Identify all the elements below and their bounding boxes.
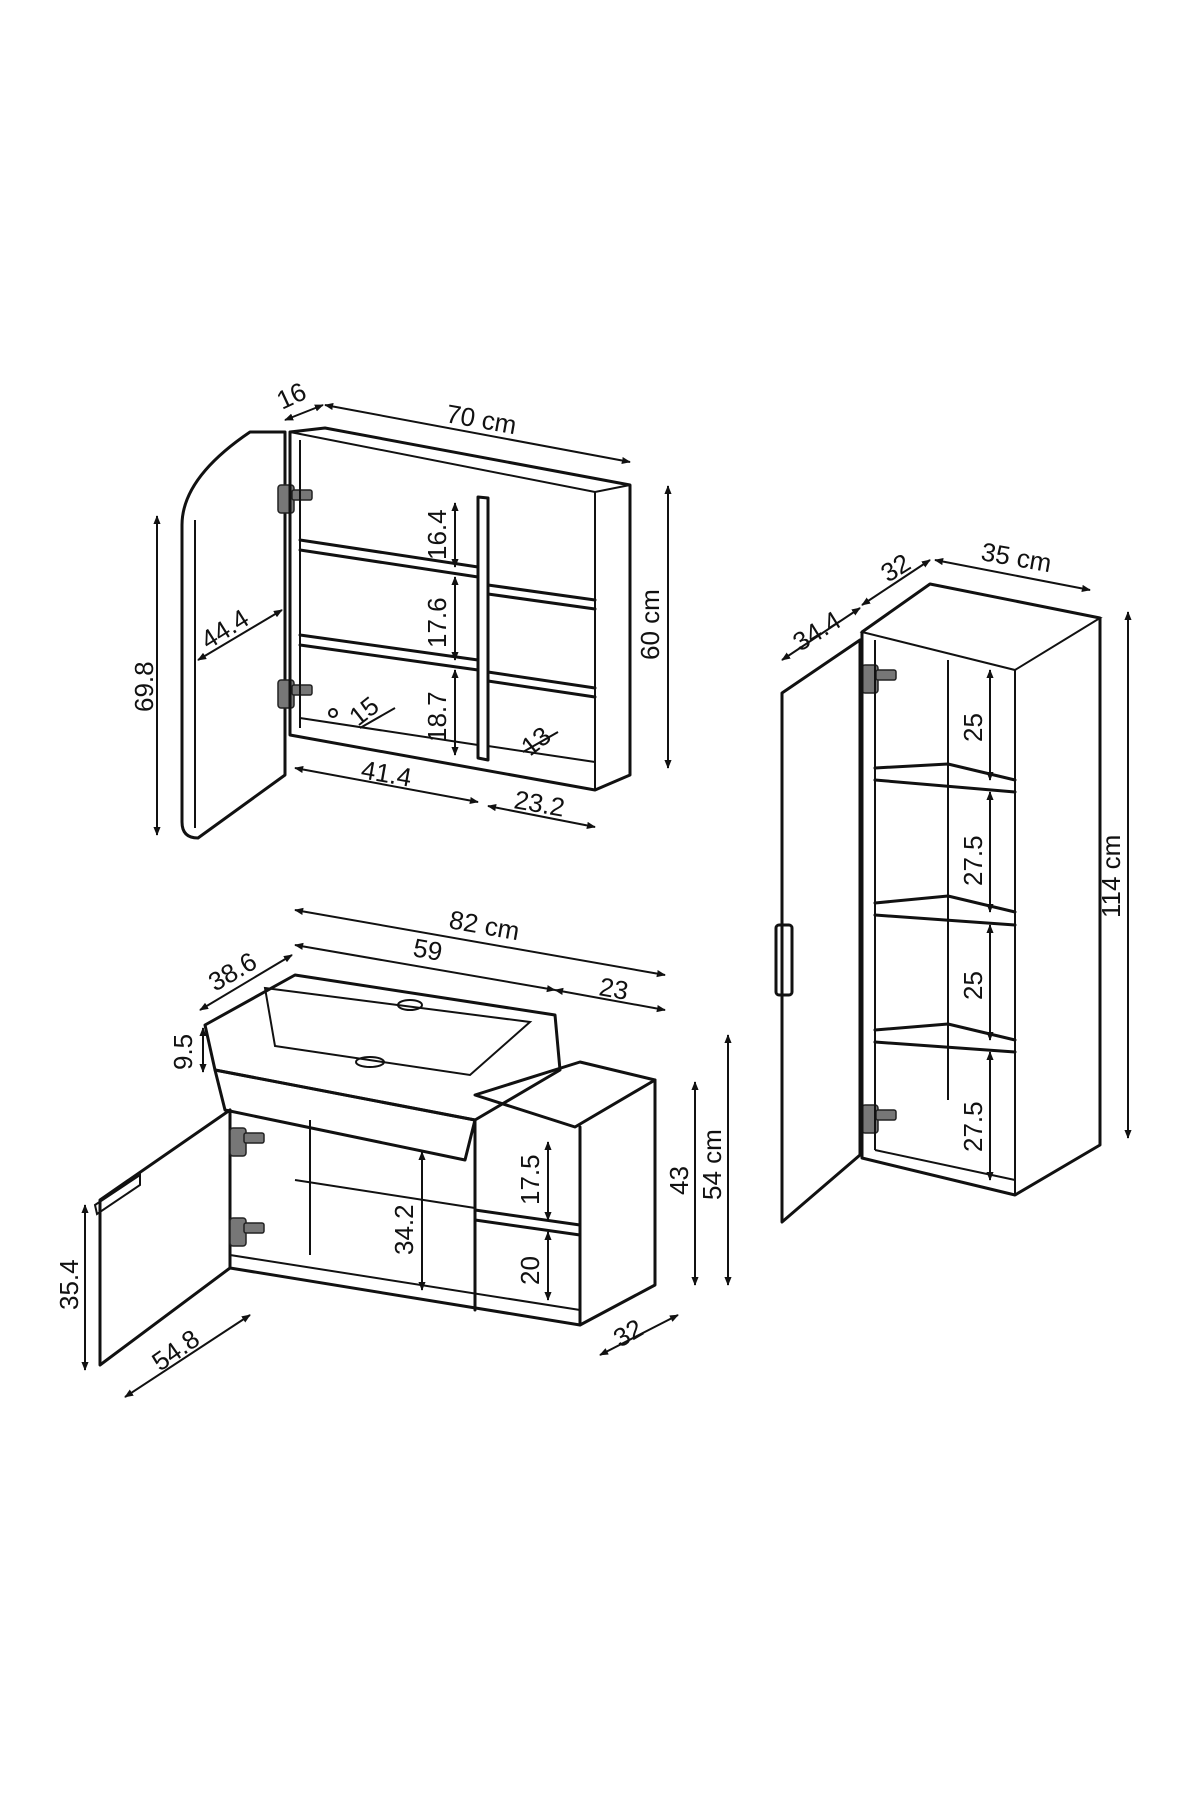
hinge-icon: [861, 1104, 897, 1134]
tall-shelf-4-label: 27.5: [958, 1101, 988, 1152]
mirror-shelf-mid-label: 17.6: [422, 597, 452, 648]
tall-shelf-3-label: 25: [958, 971, 988, 1000]
tall-door-width-label: 34.4: [787, 605, 846, 657]
tall-shelf-1-label: 25: [958, 713, 988, 742]
vanity-body-height-label: 43: [664, 1166, 694, 1195]
vanity-side-width-label: 23: [597, 971, 631, 1006]
vanity-side-shelf-1-label: 17.5: [515, 1154, 545, 1205]
hinge-icon: [229, 1127, 265, 1157]
mirror-cabinet: [180, 426, 632, 840]
hinge-icon: [277, 679, 313, 709]
mirror-door-height-label: 69.8: [129, 661, 159, 712]
vanity-door-width-label: 54.8: [146, 1323, 205, 1377]
mirror-depth-label: 16: [272, 376, 311, 415]
hinge-icon: [861, 664, 897, 694]
mirror-shelf-low-label: 18.7: [422, 691, 452, 742]
mirror-bottom-left-label: 41.4: [359, 754, 414, 792]
mirror-cabinet-body: [288, 426, 632, 792]
hinge-icon: [277, 484, 313, 514]
mirror-height-label: 60 cm: [635, 589, 665, 660]
vanity-width-label: 82 cm: [447, 904, 522, 946]
vanity-total-height-label: 54 cm: [697, 1129, 727, 1200]
vanity-door: [98, 1108, 232, 1367]
basin: [203, 973, 562, 1122]
mirror-bottom-right-label: 23.2: [512, 784, 567, 822]
mirror-cabinet-dimensions: 16 70 cm 60 cm 69.8 44.4 16.4 17.6 18.7 …: [129, 376, 672, 836]
tall-shelf-2-label: 27.5: [958, 835, 988, 886]
tall-height-label: 114 cm: [1096, 835, 1126, 918]
mirror-shelf-top-label: 16.4: [422, 509, 452, 560]
vanity-basin-height-label: 9.5: [168, 1034, 198, 1070]
tall-width-label: 35 cm: [979, 536, 1054, 578]
tall-depth-label: 32: [875, 547, 915, 588]
hinge-icon: [229, 1217, 265, 1247]
mirror-width-label: 70 cm: [444, 398, 519, 440]
vanity-unit: [93, 973, 657, 1367]
vanity-inner-height-label: 34.2: [389, 1204, 419, 1255]
tall-cabinet-dimensions: 35 cm 32 34.4 114 cm 25 27.5 25 27.5: [781, 536, 1132, 1152]
tall-cabinet-door: [780, 638, 862, 1224]
vanity-door-height-label: 35.4: [54, 1259, 84, 1310]
mirror-door-width-label: 44.4: [195, 603, 254, 655]
vanity-basin-width-label: 59: [411, 932, 445, 967]
vanity-side-shelf-2-label: 20: [515, 1256, 545, 1285]
mirror-cabinet-door: [180, 430, 287, 840]
tall-cabinet: [774, 582, 1103, 1224]
